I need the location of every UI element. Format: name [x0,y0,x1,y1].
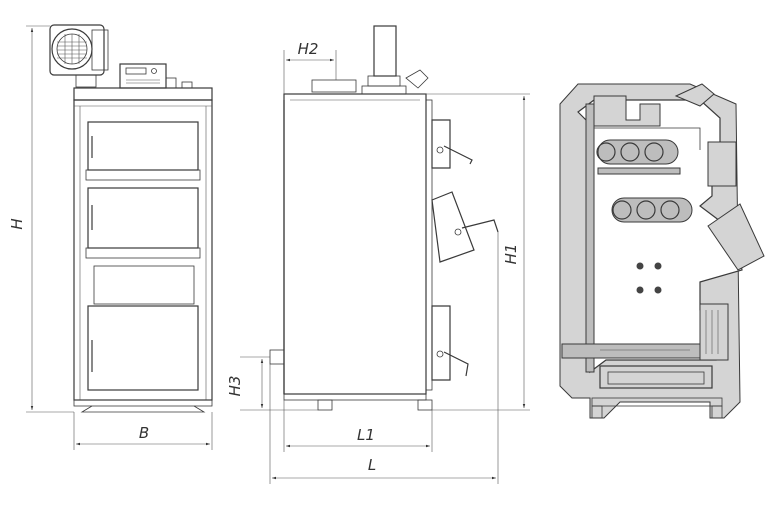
dimension-b-label: B [139,424,149,442]
heat-exchanger-tubes-upper [596,139,681,175]
side-view: H2 H1 H3 L1 L [226,25,530,484]
dimension-h2-label: H2 [298,40,319,58]
dimension-h3-label: H3 [226,376,244,397]
grate [561,343,701,359]
dimension-h-label: H [8,218,26,229]
cutaway-view [559,83,765,419]
dimension-h1-label: H1 [502,244,520,265]
front-view: H B [8,24,213,450]
fan-icon [49,24,109,88]
side-door-bottom [431,305,469,381]
air-holes [636,262,662,294]
heat-exchanger-tubes-lower [611,197,693,223]
side-door-top [431,119,473,169]
controller-icon [119,63,177,89]
dimension-l1-label: L1 [357,426,375,444]
side-door-middle [431,191,499,263]
dimension-l-label: L [368,456,376,474]
